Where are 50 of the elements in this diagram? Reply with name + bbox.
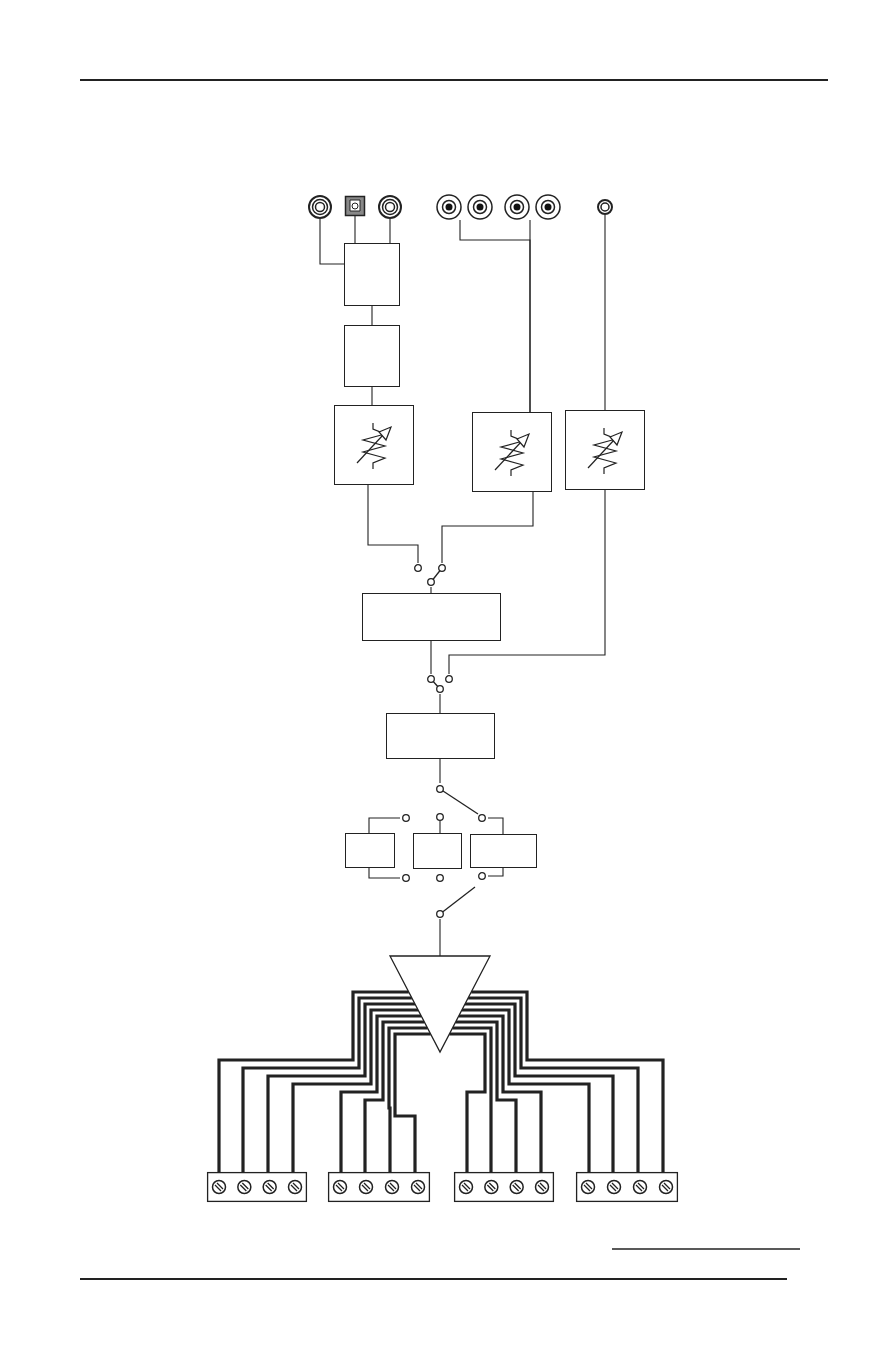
audio-jack [308,195,332,219]
optical-port [345,196,365,216]
signal-wire [487,817,504,835]
signal-wire [439,758,441,784]
audio-jack [436,194,462,220]
signal-wire [439,918,441,957]
block-box [362,593,501,641]
block-box [413,833,462,869]
block-box [344,243,400,306]
switch-symbol [400,871,488,919]
block-box [344,325,400,387]
terminal-strip [328,1172,430,1202]
speaker-wire [339,1014,433,1174]
signal-wire [371,305,373,326]
signal-wire [368,867,401,879]
signal-wire [371,386,373,406]
volume-box [472,412,552,492]
signal-wire [448,489,606,675]
signal-wire [439,693,441,714]
signal-wire [430,640,432,675]
amplifier-triangle [390,956,490,1052]
signal-wire [529,219,531,413]
terminal-strip [207,1172,307,1202]
signal-wire [354,215,356,244]
audio-jack [535,194,561,220]
audio-jack [597,199,613,215]
speaker-wire [217,990,420,1174]
signal-wire [487,867,504,877]
audio-jack [378,195,402,219]
switch-symbol [411,563,449,587]
terminal-strip [576,1172,678,1202]
signal-wire [439,820,441,834]
signal-wire [430,586,432,594]
switch-symbol [425,674,455,694]
signal-wire [441,491,534,564]
signal-wire [368,817,401,834]
switch-symbol [400,783,488,821]
volume-box [565,410,645,490]
audio-jack [504,194,530,220]
audio-jack [467,194,493,220]
signal-wire [319,218,345,265]
signal-wire [389,218,391,244]
signal-wire [604,214,606,411]
signal-wire [367,484,419,564]
volume-box [334,405,414,485]
block-box [470,834,537,868]
block-box [345,833,395,868]
block-box [386,713,495,759]
speaker-wire [460,990,665,1174]
terminal-strip [454,1172,554,1202]
